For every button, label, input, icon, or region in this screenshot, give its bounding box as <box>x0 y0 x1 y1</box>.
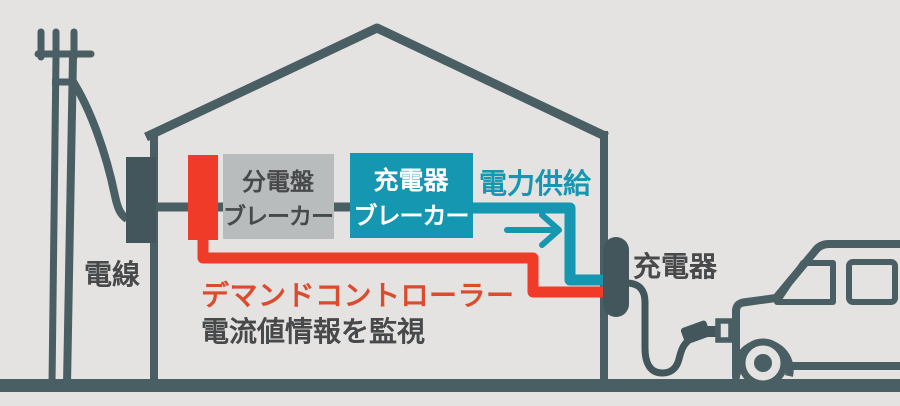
charger-breaker-box: 充電器 ブレーカー <box>350 153 473 238</box>
charger-breaker-label-line1: 充電器 <box>373 166 449 195</box>
ground-line <box>0 379 900 392</box>
electric-meter <box>126 157 156 243</box>
power-line-label: 電線 <box>84 258 140 290</box>
pole-leg-left <box>48 55 60 386</box>
power-supply-label: 電力供給 <box>479 167 592 199</box>
plug-nozzle <box>707 326 716 337</box>
distribution-breaker-label-line2: ブレーカー <box>223 203 333 229</box>
demand-controller-label: デマンドコントローラー <box>201 279 515 311</box>
van-body-outline <box>732 240 900 381</box>
arrow-head <box>539 212 562 248</box>
power-supply-line <box>470 202 616 286</box>
service-wire <box>68 77 130 223</box>
power-supply-arrow-icon <box>504 212 562 248</box>
distribution-breaker-rect <box>223 154 334 239</box>
charging-plug <box>680 320 711 345</box>
demand-signal-line <box>197 235 616 298</box>
electric-van <box>732 240 900 388</box>
charging-cable <box>625 279 691 377</box>
charger-breaker-label-line2: ブレーカー <box>354 202 469 230</box>
charger-breaker-rect <box>350 153 473 238</box>
front-wheel-hub <box>754 354 772 372</box>
charger-label: 充電器 <box>633 250 718 282</box>
utility-pole <box>34 28 95 386</box>
distribution-breaker-label-line1: 分電盤 <box>242 168 315 196</box>
van-side-window <box>846 259 898 305</box>
current-monitor-label: 電流値情報を監視 <box>201 316 425 347</box>
van-windshield <box>774 260 836 305</box>
demand-controller-unit <box>188 155 218 240</box>
distribution-breaker-box: 分電盤 ブレーカー <box>223 154 334 239</box>
house-roof <box>144 23 609 142</box>
charging-port <box>715 318 734 343</box>
pole-leg-right <box>63 55 77 386</box>
wall-charger <box>603 237 629 317</box>
